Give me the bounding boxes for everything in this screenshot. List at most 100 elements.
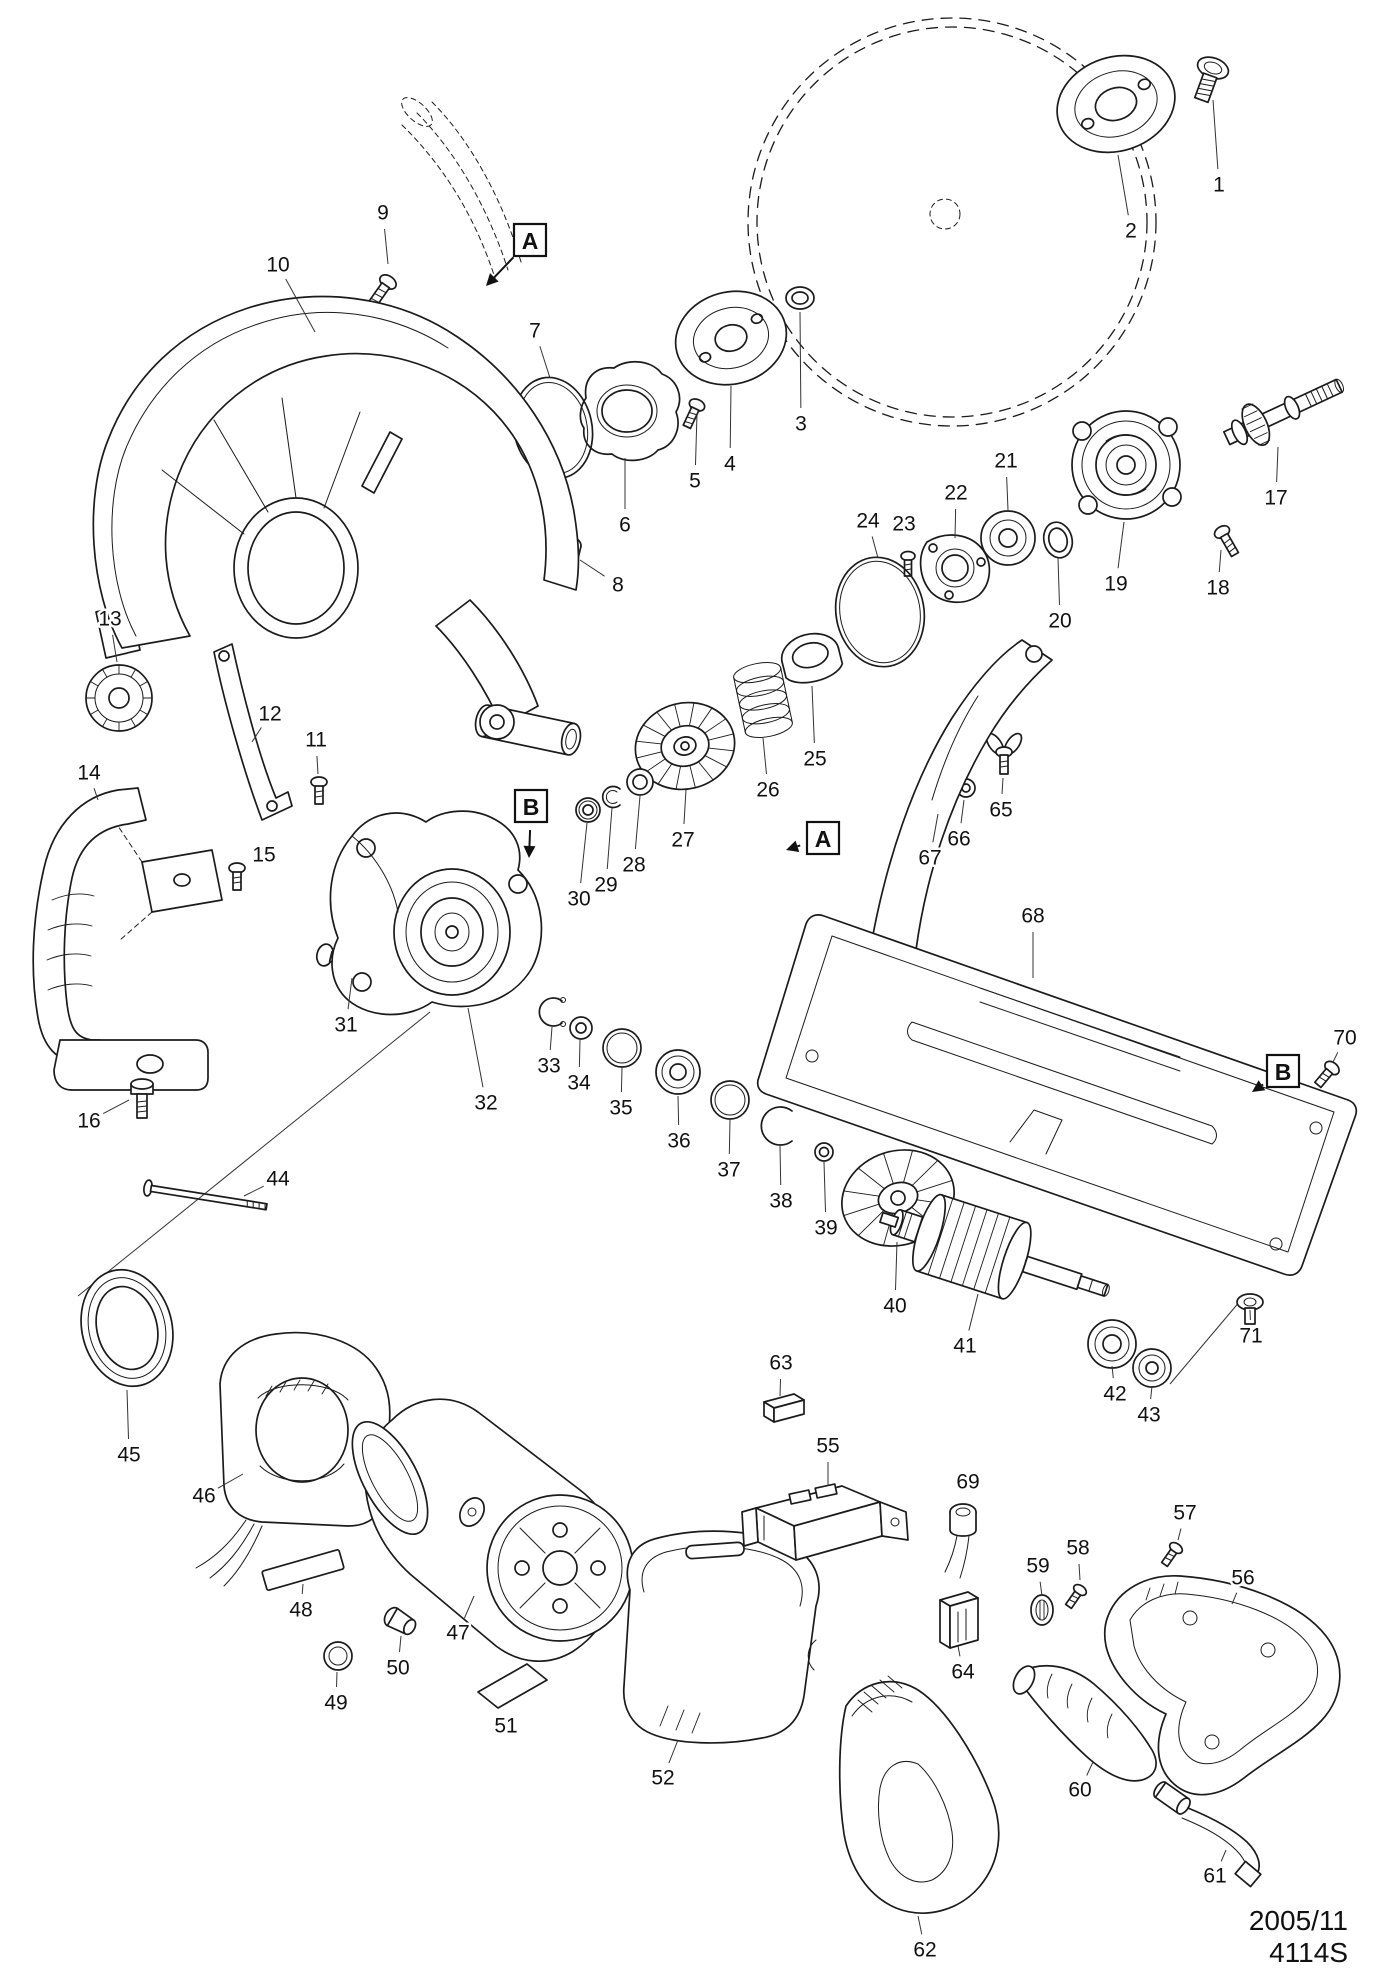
leader-line: [957, 1645, 961, 1657]
part-number-label: 37: [717, 1159, 740, 1182]
part-number-label: 7: [529, 320, 541, 343]
part-number-label: 41: [953, 1335, 976, 1358]
part-number-label: 33: [537, 1055, 560, 1078]
part-18-screw: [1213, 524, 1240, 558]
part-number-label: 22: [944, 482, 967, 505]
leader-line: [606, 807, 613, 870]
leader-line: [102, 1099, 130, 1115]
leader-line: [668, 1739, 679, 1764]
part-number-label: 9: [377, 202, 389, 225]
part-number-label: 55: [816, 1435, 839, 1458]
part-number-label: 8: [612, 574, 624, 597]
part-50-brush-cap: [383, 1606, 417, 1636]
part-number-label: 14: [77, 762, 101, 785]
part-number-label: 4: [724, 453, 736, 476]
part-number-label: 5: [689, 470, 701, 493]
part-number-label: 51: [494, 1715, 517, 1738]
part-number-label: 68: [1021, 905, 1044, 928]
part-number-label: 64: [951, 1661, 975, 1684]
part-number-label: 65: [989, 799, 1012, 822]
part-38-circlip: [760, 1106, 793, 1146]
part-number-label: 40: [883, 1295, 906, 1318]
part-70-screw: [1313, 1060, 1340, 1089]
part-63-terminal-block: [763, 1393, 805, 1423]
part-29-e-ring: [601, 785, 621, 809]
leader-line: [578, 1039, 581, 1068]
leader-line: [384, 228, 389, 265]
part-55-switch: [741, 1483, 909, 1561]
leader-line: [823, 1161, 827, 1213]
leader-line: [1111, 1365, 1114, 1379]
part-15-screw: [228, 862, 246, 891]
leader-line: [799, 311, 802, 409]
part-number-label: 17: [1264, 487, 1287, 510]
part-17-spindle: [1223, 378, 1345, 447]
leader-line: [1220, 1849, 1227, 1862]
part-64-connector-block: [939, 1591, 979, 1649]
part-26-spring: [733, 661, 793, 739]
part-46-field-stator: [195, 1331, 391, 1587]
part-61-power-cord: [1181, 1807, 1262, 1888]
part-number-label: 28: [622, 854, 645, 877]
leader-line: [112, 634, 118, 663]
assembly-axis-line: [77, 1011, 431, 1297]
part-68-pivot-arm: [871, 639, 1053, 951]
leader-line: [694, 413, 698, 466]
leader-line: [467, 1007, 484, 1088]
part-number-label: 1: [1213, 174, 1225, 197]
part-68-base: [756, 914, 1358, 1276]
part-number-label: 13: [98, 608, 121, 631]
leader-line: [932, 813, 939, 843]
part-number-label: 48: [289, 1599, 312, 1622]
part-45-ring: [80, 1268, 174, 1388]
leader-line: [620, 1067, 623, 1093]
leader-line: [580, 822, 588, 884]
part-number-label: 29: [594, 874, 617, 897]
part-41-armature: [879, 1193, 1110, 1300]
leader-line: [1086, 1761, 1094, 1776]
leader-line: [93, 788, 99, 801]
leader-line: [917, 1915, 923, 1935]
part-number-label: 23: [892, 513, 915, 536]
part-20-ring: [1042, 521, 1074, 559]
part-number-label: 32: [474, 1092, 497, 1115]
section-marker-a: A: [486, 222, 548, 286]
leader-line: [968, 1293, 979, 1331]
part-number-label: 60: [1068, 1779, 1091, 1802]
leader-line: [1231, 1592, 1238, 1605]
leader-line: [1006, 476, 1009, 511]
part-number-label: 42: [1103, 1383, 1126, 1406]
part-23-screw: [900, 550, 916, 577]
section-marker-a: A: [786, 820, 841, 856]
part-21-ball-bearing: [980, 510, 1036, 566]
part-number-label: 49: [324, 1692, 347, 1715]
part-37-washer: [710, 1080, 750, 1120]
leader-line: [316, 755, 319, 775]
part-51-label-sheet: [477, 1663, 548, 1709]
part-number-label: 62: [913, 1939, 936, 1962]
leader-line: [871, 536, 879, 559]
part-number-label: 58: [1066, 1537, 1089, 1560]
part-number-label: 57: [1173, 1502, 1196, 1525]
part-59-grommet: [1030, 1594, 1054, 1626]
leader-line: [683, 789, 687, 825]
leader-line: [728, 1119, 731, 1155]
leader-line: [634, 795, 641, 850]
part-number-label: 52: [651, 1767, 674, 1790]
leader-line: [762, 737, 767, 775]
part-19-bearing-box: [1071, 410, 1182, 520]
part-number-label: 43: [1137, 1404, 1160, 1427]
svg-text:A: A: [815, 826, 832, 852]
part-57-screw: [1160, 1541, 1184, 1568]
part-number-label: 46: [192, 1485, 215, 1508]
leader-line: [1117, 521, 1125, 569]
part-1-hex-bolt: [1193, 56, 1230, 104]
part-58-screw: [1064, 1583, 1088, 1610]
part-47-motor-housing: [351, 1398, 634, 1662]
part-number-label: 3: [795, 413, 807, 436]
part-number-label: 67: [918, 847, 941, 870]
leader-line: [811, 685, 815, 744]
leader-line: [347, 977, 353, 1010]
part-12-bracket: [213, 643, 293, 821]
part-number-label: 59: [1026, 1555, 1049, 1578]
